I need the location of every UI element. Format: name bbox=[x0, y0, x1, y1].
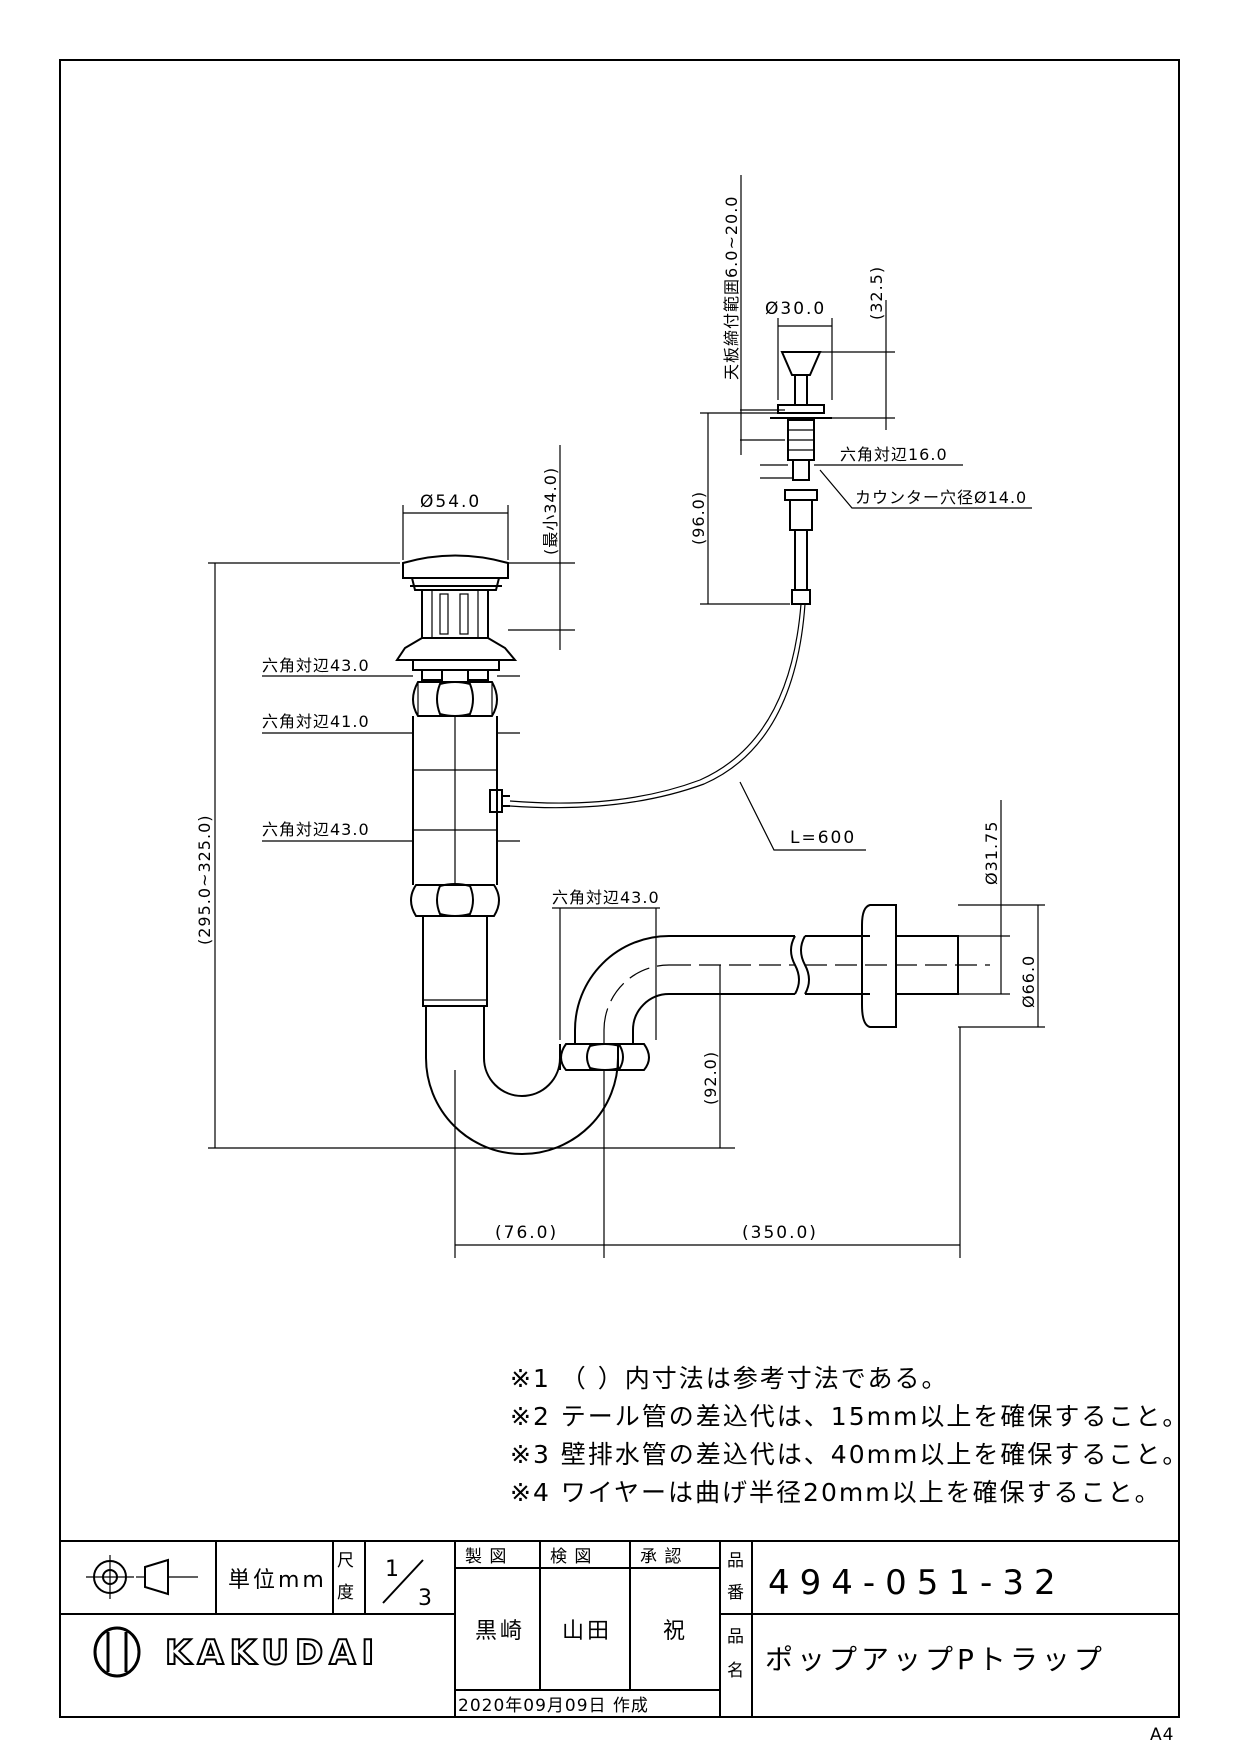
note-2: ※2 テール管の差込代は、15mm以上を確保すること。 bbox=[510, 1402, 1189, 1431]
dim-hex-low: 六角対辺43.0 bbox=[262, 820, 370, 839]
dim-stopper-min: (最小34.0) bbox=[541, 467, 560, 555]
dim-flange-dia: Ø66.0 bbox=[1019, 955, 1038, 1008]
note-1: ※1 （ ）内寸法は参考寸法である。 bbox=[510, 1364, 949, 1393]
drawn-by: 黒崎 bbox=[475, 1619, 525, 1644]
dim-hex-mid: 六角対辺41.0 bbox=[262, 712, 370, 731]
dim-knob-dia: Ø30.0 bbox=[765, 299, 826, 319]
dim-hex-rod: 六角対辺16.0 bbox=[840, 445, 948, 464]
dim-counter-range: 天板締付範囲6.0~20.0 bbox=[722, 196, 741, 380]
dim-overall-height: (295.0~325.0) bbox=[195, 815, 214, 946]
part-name-label-2: 名 bbox=[727, 1661, 745, 1681]
brand-name: KAKUDAI bbox=[165, 1633, 380, 1673]
sheet-size: A4 bbox=[1150, 1725, 1174, 1745]
p-trap bbox=[425, 904, 990, 1155]
unit-label: 単位mm bbox=[228, 1568, 327, 1593]
dim-hex-top: 六角対辺43.0 bbox=[262, 656, 370, 675]
dimension-lines bbox=[208, 175, 1045, 1258]
note-4: ※4 ワイヤーは曲げ半径20mm以上を確保すること。 bbox=[510, 1478, 1162, 1507]
knob-assembly bbox=[509, 351, 832, 809]
dim-stopper-dia: Ø54.0 bbox=[420, 492, 481, 512]
dim-wire-length: L=600 bbox=[790, 828, 856, 848]
scale-label-2: 度 bbox=[337, 1583, 355, 1603]
part-no-label-2: 番 bbox=[727, 1583, 745, 1603]
checked-by: 山田 bbox=[562, 1619, 612, 1644]
checked-label: 検 図 bbox=[550, 1547, 592, 1567]
part-name-label-1: 品 bbox=[727, 1627, 745, 1647]
note-3: ※3 壁排水管の差込代は、40mm以上を確保すること。 bbox=[510, 1440, 1189, 1469]
dim-offset: (76.0) bbox=[495, 1223, 558, 1243]
drawn-label: 製 図 bbox=[465, 1547, 507, 1567]
dim-hex-trap: 六角対辺43.0 bbox=[552, 888, 660, 907]
dim-rod-height: (96.0) bbox=[689, 491, 708, 545]
dim-counter-hole: カウンター穴径Ø14.0 bbox=[855, 488, 1027, 507]
title-block bbox=[59, 1540, 1180, 1718]
dim-pipe-dia: Ø31.75 bbox=[982, 821, 1001, 885]
part-no-label-1: 品 bbox=[727, 1551, 745, 1571]
scale-numerator: 1 bbox=[385, 1557, 402, 1582]
approved-by: 祝 bbox=[663, 1619, 688, 1644]
part-name: ポップアップPトラップ bbox=[765, 1643, 1106, 1676]
kakudai-logo-icon bbox=[93, 1626, 141, 1678]
scale-label-1: 尺 bbox=[337, 1551, 355, 1571]
scale-denominator: 3 bbox=[418, 1586, 435, 1611]
part-number: 494-051-32 bbox=[768, 1563, 1066, 1603]
drawing-date: 2020年09月09日 作成 bbox=[458, 1696, 649, 1716]
dim-trap-height: (92.0) bbox=[701, 1051, 720, 1105]
approved-label: 承 認 bbox=[640, 1547, 682, 1567]
drain-assembly bbox=[395, 554, 518, 1058]
dim-horizontal: (350.0) bbox=[742, 1223, 818, 1243]
dim-knob-height: (32.5) bbox=[867, 266, 886, 320]
